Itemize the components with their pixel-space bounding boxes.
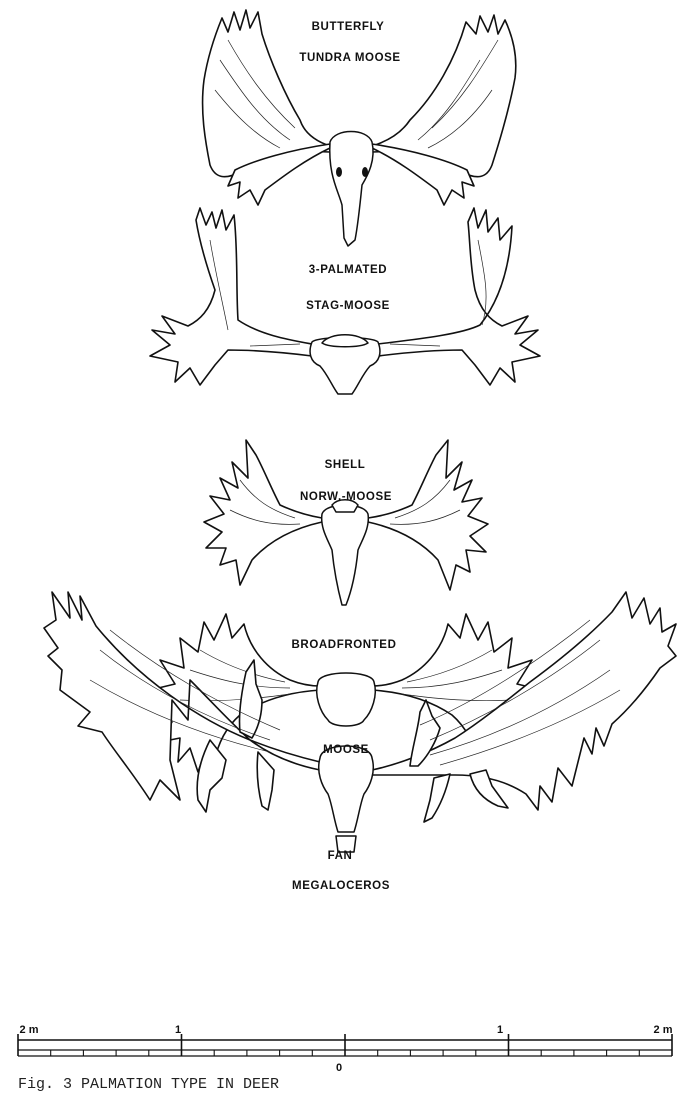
scale-label-left-1: 1 [175,1024,181,1036]
butterfly-antlers [203,10,516,246]
three-palmated-type-label: 3-PALMATED [309,264,387,276]
butterfly-type-label: BUTTERFLY [312,21,385,33]
fan-type-label: FAN [328,850,353,862]
scale-label-right-2m: 2 m [654,1024,673,1036]
figure-caption: Fig. 3 PALMATION TYPE IN DEER [18,1076,279,1093]
tundra-moose-label: TUNDRA MOOSE [299,52,400,64]
stag-moose-label: STAG-MOOSE [306,300,390,312]
norw-moose-label: NORW.-MOOSE [300,491,392,503]
scale-bar [18,1034,672,1056]
shell-type-label: SHELL [325,459,366,471]
broadfronted-type-label: BROADFRONTED [292,639,397,651]
megaloceros-label: MEGALOCEROS [292,880,390,892]
broadfronted-moose-label: MOOSE [323,744,369,756]
scale-label-left-2m: 2 m [20,1024,39,1036]
scale-label-zero: 0 [336,1062,342,1074]
scale-label-right-1: 1 [497,1024,503,1036]
scale-ticks [18,1034,672,1056]
